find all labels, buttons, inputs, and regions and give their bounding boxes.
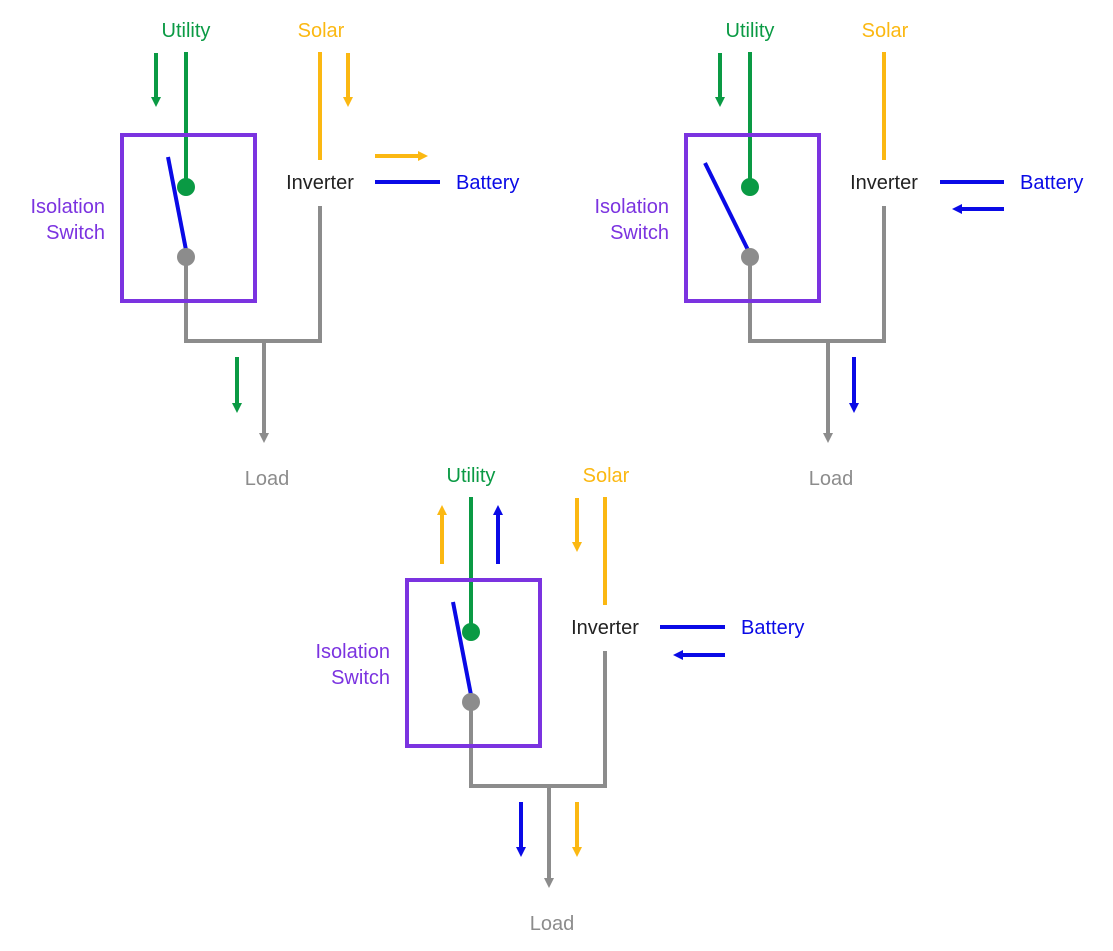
isolation-switch-box bbox=[405, 578, 542, 748]
panel-top-right: Utility Solar Inverter Battery Isolation… bbox=[595, 20, 1084, 490]
switch-bottom-terminal bbox=[741, 248, 759, 266]
utility-label: Utility bbox=[447, 465, 496, 487]
load-label: Load bbox=[809, 468, 854, 490]
isolation-switch-label-line2: Switch bbox=[610, 222, 669, 244]
solar-label: Solar bbox=[298, 20, 345, 42]
utility-label: Utility bbox=[162, 20, 211, 42]
battery-label: Battery bbox=[456, 172, 519, 194]
isolation-switch-box bbox=[120, 133, 257, 303]
switch-blade bbox=[451, 601, 473, 696]
load-label: Load bbox=[530, 913, 575, 935]
switch-blade bbox=[166, 156, 188, 251]
isolation-switch-label-line1: Isolation bbox=[595, 196, 670, 218]
load-label: Load bbox=[245, 468, 290, 490]
solar-label: Solar bbox=[862, 20, 909, 42]
isolation-switch-label-line2: Switch bbox=[331, 667, 390, 689]
isolation-switch-label-line2: Switch bbox=[46, 222, 105, 244]
battery-label: Battery bbox=[741, 617, 804, 639]
battery-label: Battery bbox=[1020, 172, 1083, 194]
switch-blade-open bbox=[703, 162, 750, 251]
isolation-switch-label-line1: Isolation bbox=[316, 641, 391, 663]
switch-top-terminal bbox=[741, 178, 759, 196]
isolation-switch-box bbox=[684, 133, 821, 303]
switch-top-terminal bbox=[177, 178, 195, 196]
inverter-label: Inverter bbox=[286, 172, 354, 194]
utility-label: Utility bbox=[726, 20, 775, 42]
inverter-label: Inverter bbox=[850, 172, 918, 194]
switch-top-terminal bbox=[462, 623, 480, 641]
switch-bottom-terminal bbox=[177, 248, 195, 266]
panel-top-left: Utility Solar Inverter Battery Isolation… bbox=[31, 20, 520, 490]
inverter-label: Inverter bbox=[571, 617, 639, 639]
switch-bottom-terminal bbox=[462, 693, 480, 711]
panel-bottom: Utility Solar Inverter Battery Isolation… bbox=[316, 465, 805, 935]
isolation-switch-label-line1: Isolation bbox=[31, 196, 106, 218]
solar-label: Solar bbox=[583, 465, 630, 487]
